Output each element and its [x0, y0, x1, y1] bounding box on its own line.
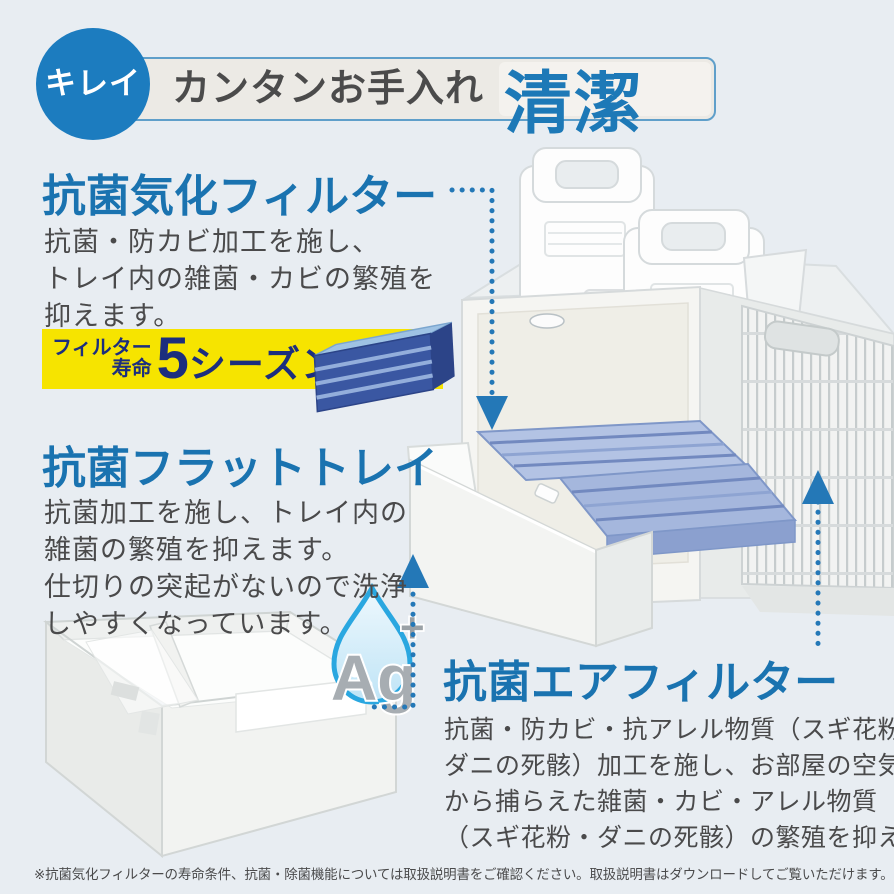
header-highlight-panel [499, 62, 711, 116]
drawer-handle-tab [534, 483, 560, 504]
filter-box-illustration [313, 321, 455, 413]
flat-tray-arrowhead [397, 554, 429, 588]
filter-life-label-top: フィルター [52, 337, 152, 359]
tray-valve-part [138, 710, 160, 736]
body-line: ダニの死骸）加工を施し、お部屋の空気 [444, 752, 894, 780]
section-title-air-filter: 抗菌エアフィルター [443, 658, 839, 707]
section-title-flat-tray: 抗菌フラットトレイ [42, 444, 438, 493]
ag-label: Ag [331, 642, 416, 714]
body-line: 抑えます。 [44, 301, 182, 331]
body-line: トレイ内の雑菌・カビの繁殖を [44, 264, 436, 294]
humidifier-illustration [406, 147, 894, 648]
filter-life-number: 5 [156, 326, 189, 391]
droplet-bubble [365, 680, 373, 688]
flat-tray-arrow-line [363, 581, 416, 710]
kirei-circle-badge: キレイ [36, 28, 150, 140]
flat-tray-illustration [43, 610, 399, 859]
body-line: 仕切りの突起がないので洗浄 [44, 572, 408, 602]
header-title: カンタンお手入れ [172, 68, 485, 110]
section-body-flat-tray: 抗菌加工を施し、トレイ内の 雑菌の繁殖を抑えます。 仕切りの突起がないので洗浄 … [44, 495, 408, 643]
air-filter-arrowhead [802, 470, 834, 504]
body-line: 抗菌・防カビ加工を施し、 [44, 227, 380, 257]
header-highlight: 清潔 [504, 66, 645, 142]
section-body-air-filter: 抗菌・防カビ・抗アレル物質（スギ花粉・ ダニの死骸）加工を施し、お部屋の空気 か… [444, 712, 894, 856]
filter-life-label-bottom: 寿命 [111, 358, 152, 380]
vapor-filters-in-tray [475, 419, 798, 559]
filter-life-unit: シーズン [188, 344, 340, 385]
vapor-filter-arrowhead [476, 396, 508, 430]
body-line: 雑菌の繁殖を抑えます。 [44, 535, 350, 565]
body-line: 抗菌加工を施し、トレイ内の [44, 498, 408, 528]
header-band: カンタンお手入れ 清潔 [104, 57, 716, 142]
section-body-vapor-filter: 抗菌・防カビ加工を施し、 トレイ内の雑菌・カビの繁殖を 抑えます。 [44, 224, 436, 335]
tray-step [235, 678, 367, 733]
tray-float-part [110, 681, 140, 701]
brand-logo [529, 313, 565, 329]
kirei-circle-label: キレイ [45, 66, 141, 101]
footnote: ※抗菌気化フィルターの寿命条件、抗菌・除菌機能については取扱説明書をご確認くださ… [34, 867, 894, 882]
body-line: （スギ花粉・ダニの死骸）の繁殖を抑えます。 [444, 824, 894, 852]
side-handle-cutout [763, 320, 840, 357]
droplet-bubble [349, 666, 361, 678]
tray-drawer [406, 441, 653, 648]
body-line: から捕らえた雑菌・カビ・アレル物質 [444, 788, 878, 816]
arrow-heads [397, 396, 834, 588]
body-line: 抗菌・防カビ・抗アレル物質（スギ花粉・ [444, 716, 894, 744]
filter-life-label: フィルター 寿命 [42, 338, 152, 380]
ag-plus-icon: Ag + [329, 582, 426, 716]
body-line: しやすくなっています。 [44, 609, 348, 639]
section-title-vapor-filter: 抗菌気化フィルター [42, 172, 438, 221]
vapor-filter-arrow-line [449, 187, 495, 401]
pointer-arrows [363, 187, 821, 710]
